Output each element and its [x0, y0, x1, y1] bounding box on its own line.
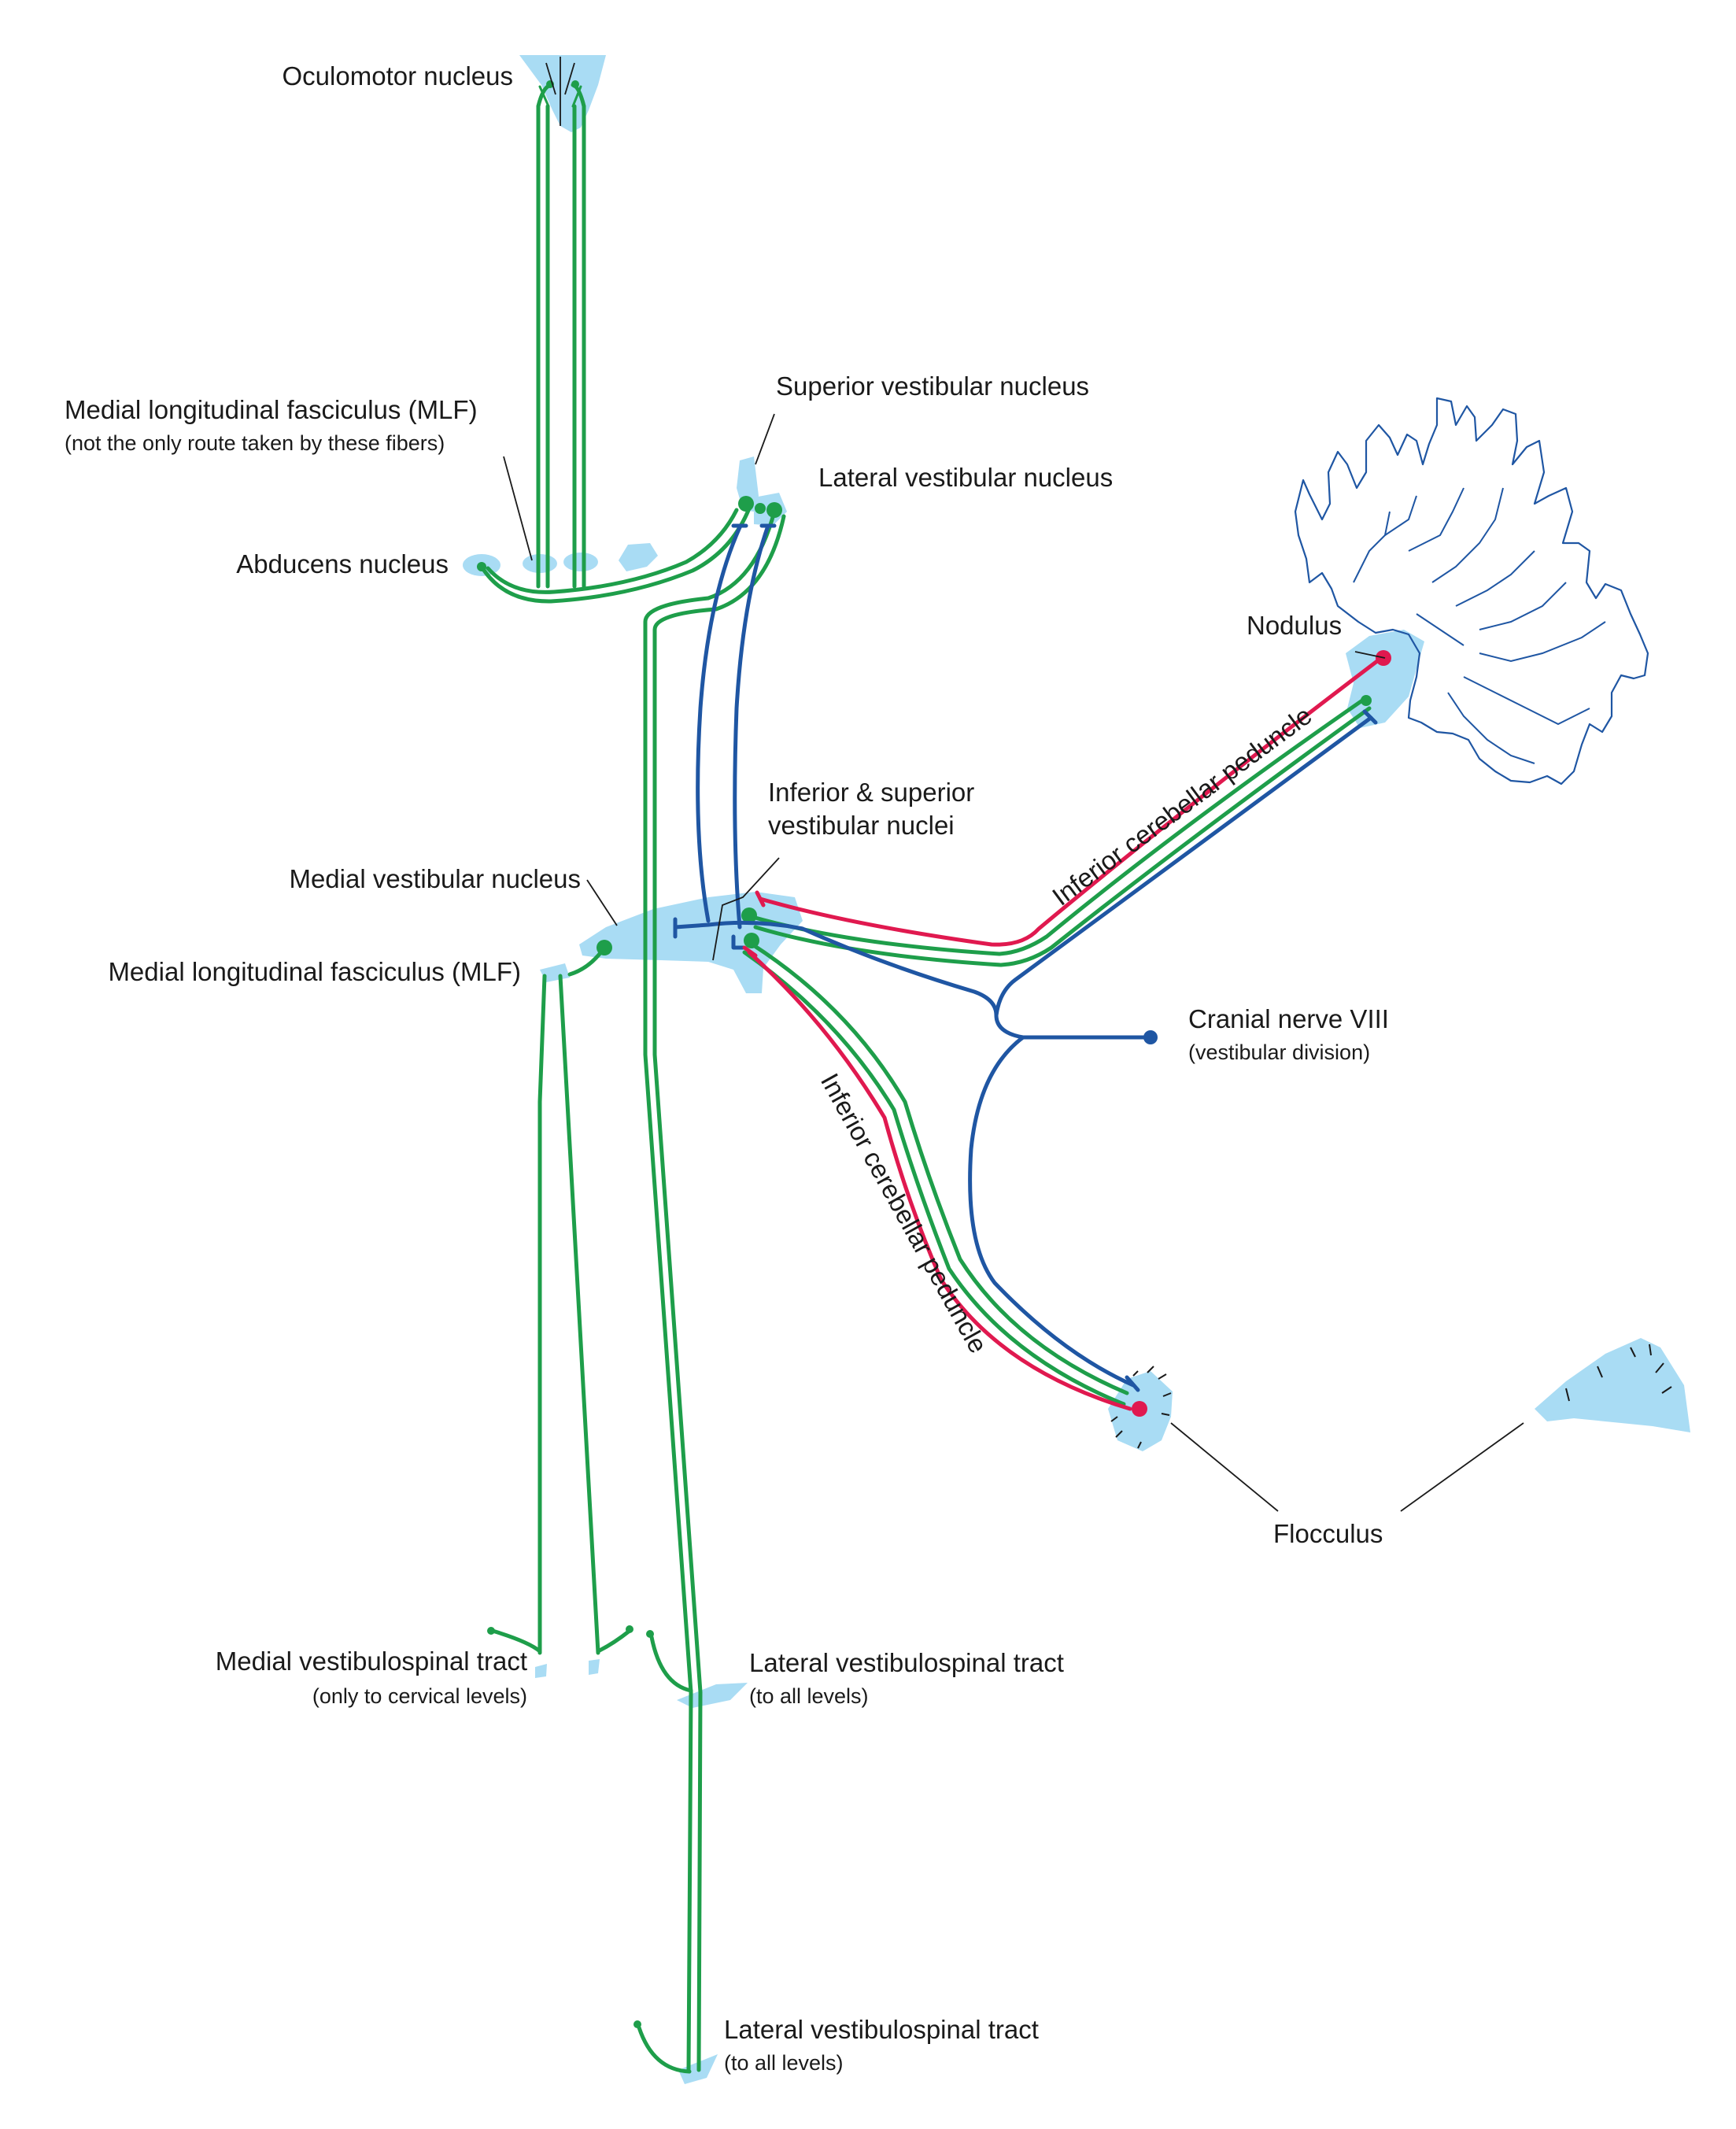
leader-medial-vn	[586, 879, 618, 926]
oculomotor-nucleus-shape	[519, 55, 606, 132]
label-flocculus: Flocculus	[1273, 1519, 1383, 1548]
green-to-flocculus-b	[742, 950, 1126, 1406]
vestibular-complex-shape	[579, 892, 803, 993]
blue-ascending-a	[696, 525, 742, 923]
green-nodulus-terminal	[1361, 695, 1372, 706]
blue-pathways	[673, 523, 1378, 1392]
abducens-arc-inner	[486, 508, 739, 594]
label-superior-vestibular-nucleus: Superior vestibular nucleus	[776, 371, 1089, 401]
flocculus-right-shape	[1535, 1338, 1690, 1432]
mvst-hook-right	[596, 1628, 632, 1654]
red-to-flocculus	[747, 950, 1132, 1411]
lvst-low-hook	[637, 2025, 692, 2074]
abducens-nucleus-far-shape	[619, 543, 658, 571]
lateral-vst-mid-ending-shape	[677, 1683, 748, 1708]
label-mlf-top: Medial longitudinal fasciculus (MLF)	[65, 395, 478, 424]
oculomotor-branch-right	[571, 83, 586, 109]
label-lateral-vestibular-nucleus: Lateral vestibular nucleus	[818, 463, 1113, 492]
blue-ascending-b	[733, 523, 770, 930]
blue-complex-stub	[731, 934, 745, 950]
oculomotor-branch-left	[536, 83, 553, 109]
label-oculomotor-nucleus: Oculomotor nucleus	[283, 61, 513, 91]
red-to-nodulus	[758, 659, 1380, 947]
label-lateral-vst-low-note: (to all levels)	[724, 2051, 844, 2075]
red-flocculus-tick	[742, 945, 758, 958]
lvst-descending-b	[652, 514, 786, 2072]
label-inf-sup-vn-2: vestibular nuclei	[768, 811, 955, 840]
label-mlf-mid: Medial longitudinal fasciculus (MLF)	[108, 957, 521, 986]
label-nodulus: Nodulus	[1247, 611, 1342, 640]
label-cranial-nerve-viii: Cranial nerve VIII	[1188, 1004, 1389, 1033]
blue-to-nodulus	[994, 715, 1373, 1018]
cerebellum-outline	[1294, 397, 1649, 785]
label-abducens-nucleus: Abducens nucleus	[236, 549, 449, 578]
superior-vn-soma	[738, 496, 754, 512]
leader-nodulus	[1354, 651, 1386, 659]
red-nodulus-tick	[755, 890, 766, 907]
blue-to-flocculus	[968, 1035, 1136, 1388]
abducens-terminal	[477, 562, 486, 571]
lvst-mid-hook-end	[646, 1630, 654, 1638]
label-icp-upper: Inferior cerebellar peduncle	[1047, 700, 1317, 911]
flocculus-folia	[1110, 1344, 1672, 1449]
cerebellum-folia	[1353, 487, 1606, 764]
label-lateral-vst-low: Lateral vestibulospinal tract	[724, 2015, 1039, 2044]
label-medial-vst-note: (only to cervical levels)	[312, 1684, 527, 1708]
mvst-descending-left	[537, 974, 547, 1655]
leader-mlf-top	[503, 456, 533, 561]
lateral-vn-soma-2	[755, 503, 766, 514]
oculomotor-inner-right	[564, 62, 575, 95]
mvst-hook-left-end	[487, 1627, 495, 1635]
label-mlf-top-note: (not the only route taken by these fiber…	[65, 431, 445, 455]
abducens-nucleus-right-shape	[563, 553, 598, 571]
labels: Oculomotor nucleus Medial longitudinal f…	[65, 61, 1389, 2075]
inf-sup-vn-green-soma	[741, 907, 757, 923]
mvst-hook-right-end	[626, 1625, 633, 1633]
mvst-branch	[567, 945, 607, 977]
abducens-arc-outer	[479, 506, 752, 604]
label-inf-sup-vn-1: Inferior & superior	[768, 778, 974, 807]
medial-vst-ending-left-shape	[535, 1664, 547, 1678]
leader-inf-sup-vn	[712, 857, 780, 961]
lvst-mid-hook	[649, 1635, 693, 1693]
label-medial-vst: Medial vestibulospinal tract	[216, 1647, 527, 1676]
mvst-hook-left	[490, 1628, 542, 1654]
nodulus-shape	[1346, 630, 1424, 728]
medial-vst-ending-right-shape	[589, 1659, 600, 1675]
red-flocculus-soma	[1132, 1401, 1147, 1417]
lvst-descending-a	[643, 509, 777, 2072]
leader-superior-vn	[755, 413, 775, 465]
leader-flocculus-left	[1170, 1422, 1279, 1512]
green-to-flocculus-a	[750, 942, 1129, 1395]
label-icp-lower: Inferior cerebellar peduncle	[815, 1068, 993, 1358]
leader-lines	[503, 57, 1524, 1512]
label-cranial-nerve-viii-note: (vestibular division)	[1188, 1040, 1370, 1064]
lvst-low-hook-end	[633, 2020, 641, 2028]
mvst-descending-right	[558, 974, 600, 1655]
red-pathways	[742, 650, 1391, 1417]
label-lateral-vst-mid: Lateral vestibulospinal tract	[749, 1648, 1064, 1677]
blue-flocculus-tick	[1125, 1375, 1140, 1392]
green-to-nodulus-a	[750, 697, 1367, 956]
oculomotor-inner-left	[545, 62, 556, 95]
green-flocculus-soma	[744, 933, 759, 948]
label-lateral-vst-mid-note: (to all levels)	[749, 1684, 869, 1708]
blue-nodulus-tick	[1362, 709, 1378, 725]
oculomotor-fiber-left	[538, 85, 550, 108]
label-medial-vestibular-nucleus: Medial vestibular nucleus	[289, 864, 581, 893]
leader-flocculus-right	[1400, 1422, 1524, 1512]
